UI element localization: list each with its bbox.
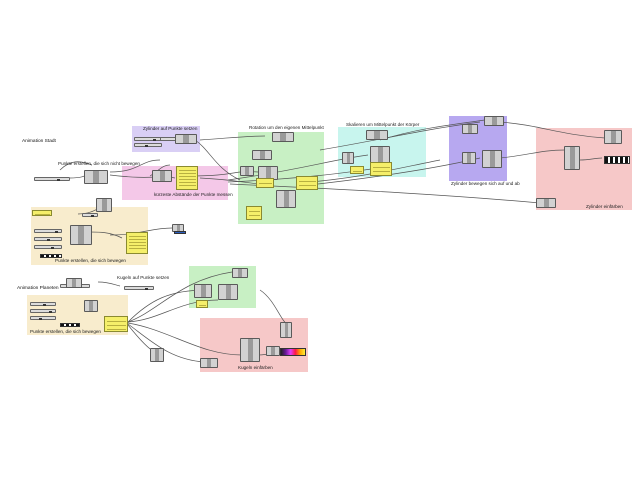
data-panel[interactable] [370,162,392,176]
data-panel[interactable] [256,178,274,188]
data-panel[interactable] [296,176,318,190]
gh-component[interactable] [240,166,254,176]
number-slider[interactable] [34,237,62,241]
number-slider[interactable] [34,245,62,249]
data-panel[interactable] [126,232,148,254]
color-swatch-icon[interactable] [40,254,62,258]
gh-component[interactable] [342,152,354,164]
data-panel[interactable] [350,166,364,174]
group-label-einfaerben-zyl: Zylinder einfärben [586,204,623,209]
gh-component[interactable] [84,300,98,312]
gh-component[interactable] [152,170,172,182]
group-label-punkte-nicht: Punkte erstellen, die sich nicht bewegen [58,161,140,166]
data-panel[interactable] [246,206,262,220]
gh-component[interactable] [84,170,108,184]
data-panel[interactable] [196,300,208,308]
number-slider[interactable] [82,213,98,217]
number-slider[interactable] [34,177,70,181]
gh-component[interactable] [484,116,504,126]
gh-component[interactable] [200,358,218,368]
color-swatch-icon[interactable] [174,231,186,234]
gh-component[interactable] [462,124,478,134]
gh-component[interactable] [240,338,260,362]
number-slider[interactable] [134,143,162,147]
number-slider[interactable] [124,286,154,290]
gh-component[interactable] [252,150,272,160]
gh-component[interactable] [276,190,296,208]
gh-component[interactable] [604,130,622,144]
group-label-skalieren: Skalieren um Mittelpunkt der Körper [346,122,420,127]
group-label-auf-ab: Zylinder bewegen sich auf und ab [451,181,520,186]
group-label-punkte-bewegen2: Punkte erstellen, die sich bewegen [30,329,101,334]
gh-component[interactable] [232,268,248,278]
number-slider[interactable] [30,309,56,313]
group-label-kugeln-setzen: Kugeln auf Punkte setzen [117,275,170,280]
group-label-zylinder-setzen: Zylinder auf Punkte setzen [143,126,198,131]
gh-component[interactable] [280,322,292,338]
group-label-abstaende: kürzeste Abstände der Punkte messen [154,192,233,197]
gh-component[interactable] [366,130,388,140]
group-label-rotation: Rotation um den eigenen Mittelpunkt [249,125,324,130]
color-swatch-icon[interactable] [604,156,630,164]
gh-component[interactable] [150,348,164,362]
gradient-swatch-icon[interactable] [280,348,306,356]
group-auf-ab[interactable] [449,116,507,181]
gh-component[interactable] [258,166,278,180]
number-slider[interactable] [30,316,56,320]
gh-component[interactable] [482,150,502,168]
color-swatch-icon[interactable] [60,323,80,327]
number-slider[interactable] [34,229,62,233]
section-title-stadt: Animation Stadt [22,139,56,144]
gh-component[interactable] [70,225,92,245]
gh-component[interactable] [462,152,476,164]
gh-component[interactable] [194,284,212,298]
data-panel[interactable] [32,210,52,216]
number-slider[interactable] [30,302,56,306]
gh-component[interactable] [536,198,556,208]
data-panel[interactable] [176,166,198,190]
gh-component[interactable] [272,132,294,142]
gh-component[interactable] [218,284,238,300]
group-label-kugeln-einfaerben: Kugeln einfärben [238,365,273,370]
group-abstaende[interactable] [122,166,228,200]
gh-component[interactable] [266,346,280,356]
gh-component[interactable] [66,278,82,288]
gh-component[interactable] [175,134,197,144]
gh-component[interactable] [564,146,580,170]
number-slider[interactable] [134,137,162,141]
gh-component[interactable] [96,198,112,212]
section-title-planeten: Animation Planeten [17,286,59,291]
data-panel[interactable] [104,316,128,332]
group-label-punkte-bewegen: Punkte erstellen, die sich bewegen [55,258,126,263]
